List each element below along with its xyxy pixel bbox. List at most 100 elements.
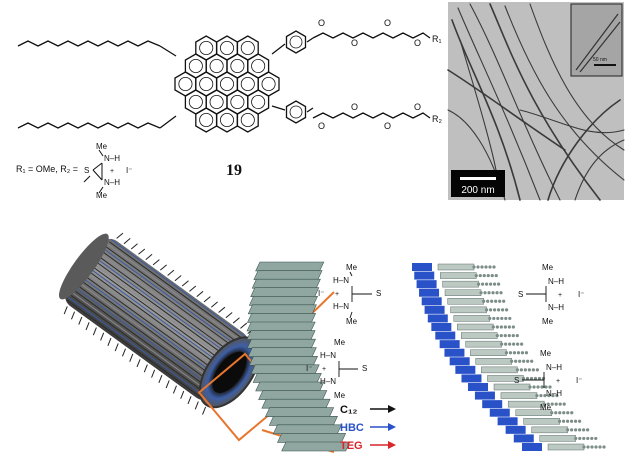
side-group-top-left: Me H–N I⁻ + S H–N Me — [318, 263, 381, 326]
hbc-segment — [468, 383, 489, 391]
peripheral-atom — [486, 299, 490, 303]
nh-label: N–H — [104, 178, 120, 187]
nanotube-stripe — [109, 241, 248, 343]
stack-layer — [281, 441, 606, 452]
nanotube-spike — [240, 322, 248, 329]
c12-segment — [246, 321, 316, 332]
c12-segment — [281, 441, 351, 452]
side-group-bottom-right: Me N–H S + I⁻ N–H Me — [514, 349, 582, 412]
aromatic-circle — [209, 95, 224, 110]
tem-image: 50 nm 200 nm — [447, 2, 625, 201]
nanotube-spike — [165, 380, 170, 389]
nh-label: N–H — [548, 277, 564, 286]
peripheral-atom — [476, 282, 481, 286]
nanotube-stripe — [89, 268, 228, 369]
hbc-segment — [431, 323, 452, 331]
peripheral-atom — [578, 428, 582, 432]
teg-segment — [450, 306, 487, 314]
peripheral-atom — [512, 351, 517, 355]
c12-segment — [252, 373, 322, 383]
peripheral-atom — [488, 316, 492, 321]
peripheral-atom — [541, 376, 546, 381]
nanotube-stripe — [71, 292, 211, 394]
nanotube-stripe — [77, 285, 216, 386]
methyl-label: Me — [334, 338, 346, 347]
aromatic-circle — [289, 105, 303, 119]
aromatic-ring — [215, 107, 239, 133]
aromatic-circle — [240, 41, 255, 56]
teg-segment — [470, 349, 507, 356]
nh-label: N–H — [104, 154, 120, 163]
peripheral-atom — [566, 419, 570, 423]
peripheral-atom — [539, 393, 543, 398]
plus-label: + — [558, 292, 562, 299]
peripheral-atom — [488, 282, 493, 286]
peripheral-atom — [490, 273, 494, 278]
nanotube-stripe — [80, 280, 219, 381]
peripheral-atom — [574, 419, 578, 423]
hbc-segment — [455, 365, 476, 374]
peripheral-atom — [523, 368, 527, 372]
stack-layer — [252, 373, 546, 383]
nanotube-spike — [151, 369, 156, 378]
nanotube-stripe — [87, 270, 226, 372]
aromatic-circle — [261, 77, 276, 92]
nanotube-spike — [114, 343, 119, 352]
teg-segment — [447, 298, 484, 305]
peripheral-atom — [492, 265, 496, 269]
nanotube-spike — [232, 317, 240, 324]
peripheral-atom — [562, 402, 566, 406]
teg-segment — [457, 323, 494, 331]
teg-chain-lower — [312, 112, 431, 119]
aromatic-ring — [236, 107, 259, 133]
oxygen-label: O — [351, 38, 358, 48]
peripheral-atom — [550, 411, 554, 415]
sulfur-label: S — [362, 364, 367, 373]
peripheral-atom — [536, 385, 540, 389]
peripheral-atom — [521, 376, 526, 381]
peripheral-atom — [574, 436, 578, 441]
methyl-label: Me — [346, 317, 358, 326]
stack-layer — [247, 347, 529, 358]
peripheral-atom — [590, 436, 594, 441]
phenyl-rings — [271, 30, 314, 124]
c12-segment — [247, 313, 317, 323]
stack-layer — [261, 398, 566, 409]
oxygen-label: O — [384, 121, 391, 131]
peripheral-atom — [598, 445, 602, 449]
peripheral-atom — [508, 316, 512, 321]
aromatic-circle — [199, 113, 214, 128]
nanotube-stripe — [73, 289, 212, 391]
aromatic-circle — [188, 59, 203, 74]
peripheral-atom — [503, 333, 507, 338]
peripheral-atom — [540, 385, 544, 389]
hbc-segment — [439, 340, 460, 349]
peripheral-atom — [527, 368, 531, 372]
nanotube-spike — [210, 301, 218, 308]
nanotube-stripe — [98, 255, 237, 357]
peripheral-atom — [524, 351, 529, 355]
tem-fiber — [529, 3, 625, 151]
nanotube-spike — [116, 232, 124, 239]
nanotube-stripe — [96, 258, 235, 360]
peripheral-atom — [602, 445, 606, 449]
nanotube-spike — [187, 396, 192, 405]
r2-label: R₂ — [432, 114, 442, 124]
methyl-label: Me — [540, 349, 552, 358]
peripheral-atom — [530, 359, 534, 363]
c12-segment — [247, 347, 317, 358]
oxygen-label: O — [414, 102, 421, 112]
peripheral-atom — [500, 316, 504, 321]
peripheral-atom — [492, 316, 496, 321]
alkyl-chain-upper — [17, 40, 161, 47]
stack-layer — [246, 330, 519, 340]
peripheral-atom — [480, 282, 485, 286]
tem-fibers — [447, 3, 625, 201]
peripheral-atom — [535, 393, 539, 398]
stack-layer — [250, 287, 503, 298]
nh-label: N–H — [548, 303, 564, 312]
teg-segment — [481, 366, 518, 374]
nanotube-spike — [152, 259, 160, 266]
nanotube-spike — [194, 401, 199, 410]
c12-segment — [250, 287, 320, 298]
